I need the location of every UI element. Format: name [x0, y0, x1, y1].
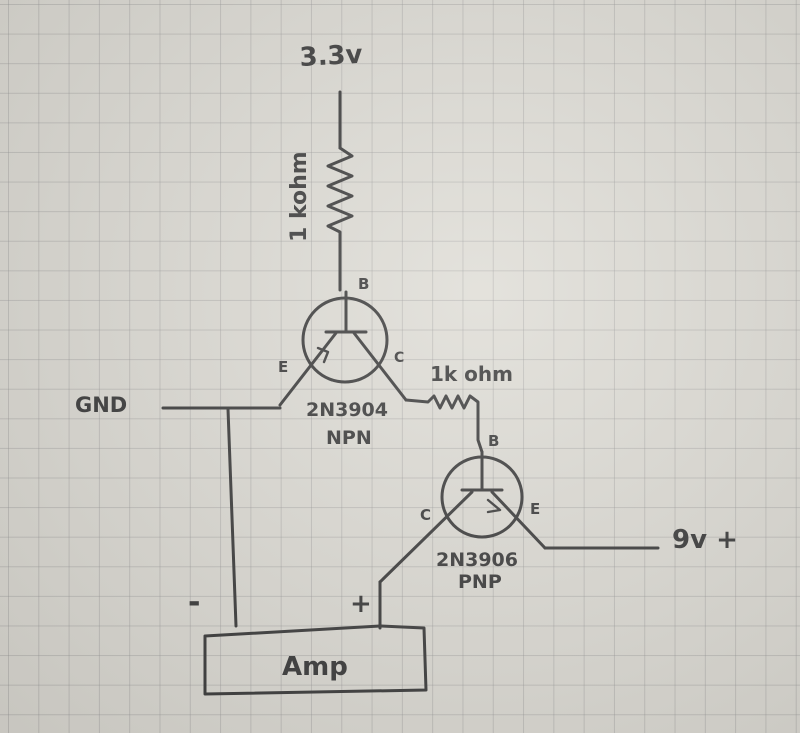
pnp-collector-label: C [420, 506, 431, 524]
supply-9v-label: 9v + [672, 525, 738, 555]
pnp-emitter-arrow [486, 498, 502, 514]
npn-emitter-lead [278, 331, 338, 407]
amp-label: Amp [282, 652, 348, 682]
resistor-r2 [404, 394, 484, 454]
pnp-base-label: B [488, 432, 499, 450]
pnp-transistor [378, 450, 547, 584]
npn-emitter-label: E [278, 358, 288, 376]
resistor-r1 [326, 146, 354, 292]
pnp-type-label: PNP [458, 571, 502, 593]
npn-transistor [278, 290, 408, 407]
resistor-r2-label: 1k ohm [430, 362, 513, 386]
minus-wire [226, 407, 238, 628]
npn-part-label: 2N3904 [306, 399, 388, 421]
pnp-emitter-lead [490, 490, 547, 550]
npn-collector-label: C [394, 350, 404, 366]
gnd-label: GND [75, 393, 127, 417]
amp-box [203, 624, 428, 696]
pnp-part-label: 2N3906 [436, 549, 518, 571]
npn-type-label: NPN [326, 427, 372, 449]
amp-minus-label: - [188, 585, 200, 620]
npn-base-label: B [358, 275, 369, 293]
amp-plus-label: + [350, 589, 372, 619]
resistor-r1-label: 1 kohm [287, 151, 312, 242]
supply-3v3-label: 3.3v [299, 40, 364, 73]
npn-collector-lead [352, 331, 408, 402]
pnp-emitter-label: E [530, 500, 540, 518]
npn-emitter-arrow [316, 346, 330, 364]
pnp-collector-lead [378, 490, 474, 584]
